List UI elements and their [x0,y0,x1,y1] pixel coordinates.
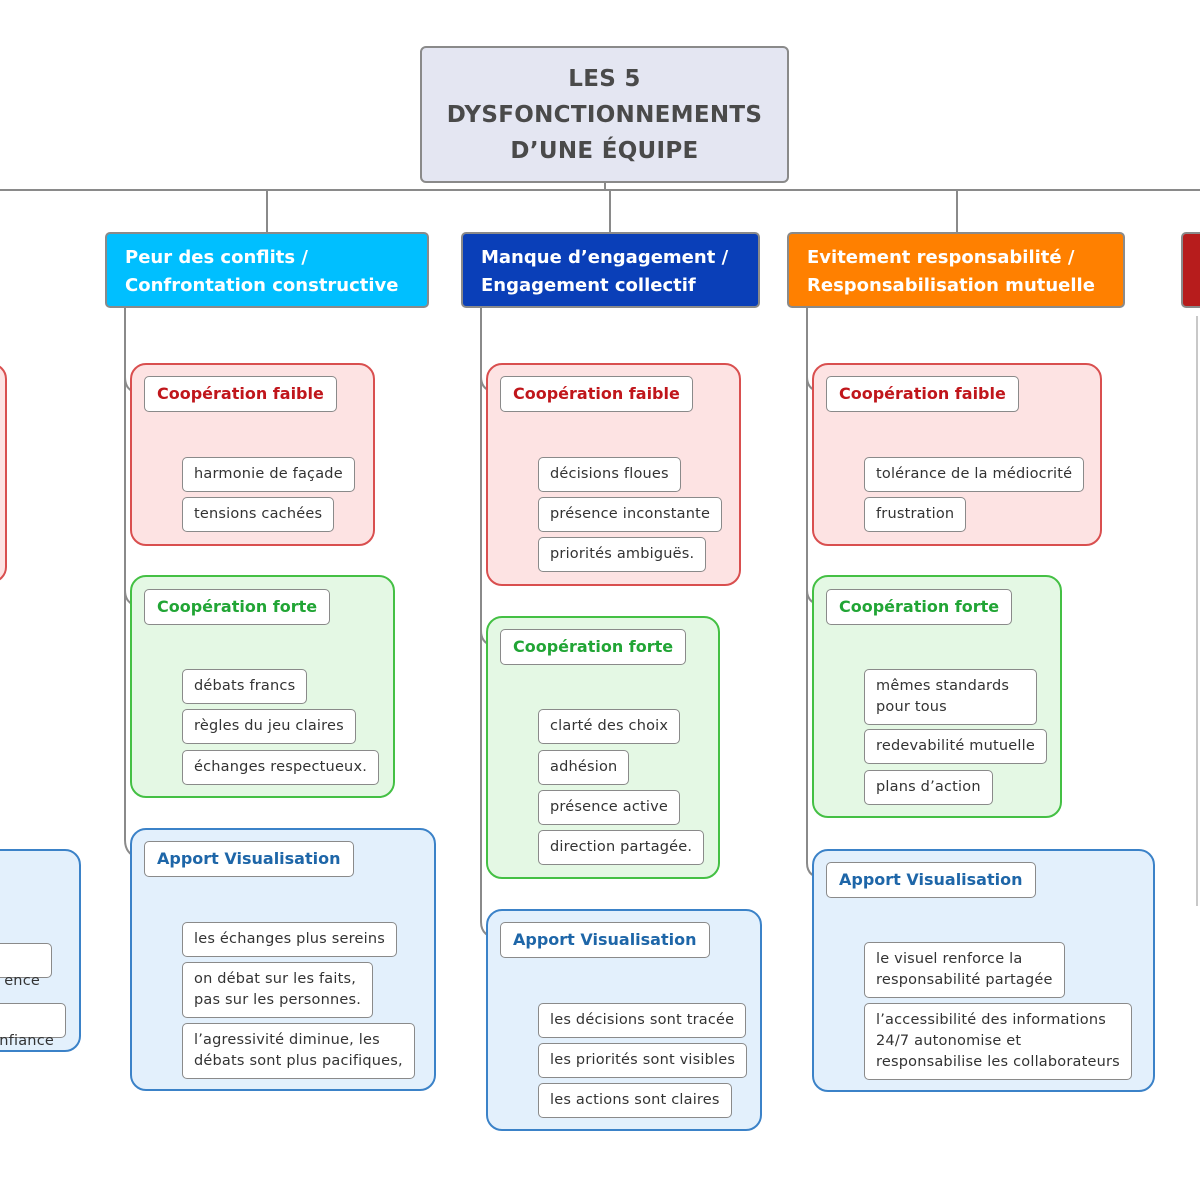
weak-cooperation-label: Coopération faible [144,376,337,412]
list-item: règles du jeu claires [182,709,356,744]
list-item: les décisions sont tracée [538,1003,747,1038]
list-item: redevabilité mutuelle [864,729,1047,764]
list-item: les échanges plus sereins [182,922,397,957]
visualization-label: Apport Visualisation [826,862,1036,898]
list-item: priorités ambiguës. [538,537,707,572]
list-item: on débat sur les faits, pas sur les pers… [182,962,374,1018]
list-item: tolérance de la médiocrité [864,457,1085,492]
list-item: les actions sont claires [538,1083,732,1118]
visualization-label: Apport Visualisation [144,841,354,877]
list-item: débats francs [182,669,308,704]
list-item: présence active [538,790,681,825]
partial-left-item: nfiance [0,1003,66,1049]
list-item: échanges respectueux. [182,750,380,785]
list-item: le visuel renforce la responsabilité par… [864,942,1065,998]
column-header-conflicts: Peur des conflits / Confrontation constr… [105,232,429,308]
strong-cooperation-label: Coopération forte [144,589,331,625]
visualization-label: Apport Visualisation [500,922,710,958]
list-item: l’agressivité diminue, les débats sont p… [182,1023,415,1079]
list-item: direction partagée. [538,830,705,865]
partial-right-header [1181,232,1200,308]
root-title-box: LES 5 DYSFONCTIONNEMENTS D’UNE ÉQUIPE [420,46,789,183]
list-item: l’accessibilité des informations 24/7 au… [864,1003,1132,1080]
partial-left-item: ence [0,943,52,989]
weak-cooperation-label: Coopération faible [826,376,1019,412]
list-item: harmonie de façade [182,457,355,492]
list-item: les priorités sont visibles [538,1043,748,1078]
partial-left-weak-group [0,363,7,583]
list-item: frustration [864,497,967,532]
strong-cooperation-label: Coopération forte [500,629,687,665]
list-item: décisions floues [538,457,681,492]
root-title: LES 5 DYSFONCTIONNEMENTS D’UNE ÉQUIPE [446,65,763,164]
column-header-commitment: Manque d’engagement / Engagement collect… [461,232,760,308]
list-item: adhésion [538,750,630,785]
list-item: clarté des choix [538,709,681,744]
list-item: plans d’action [864,770,993,805]
column-header-accountability: Evitement responsabilité / Responsabilis… [787,232,1125,308]
list-item: présence inconstante [538,497,723,532]
partial-right-edge [1196,316,1200,906]
list-item: tensions cachées [182,497,335,532]
list-item: mêmes standards pour tous [864,669,1037,725]
strong-cooperation-label: Coopération forte [826,589,1013,625]
weak-cooperation-label: Coopération faible [500,376,693,412]
